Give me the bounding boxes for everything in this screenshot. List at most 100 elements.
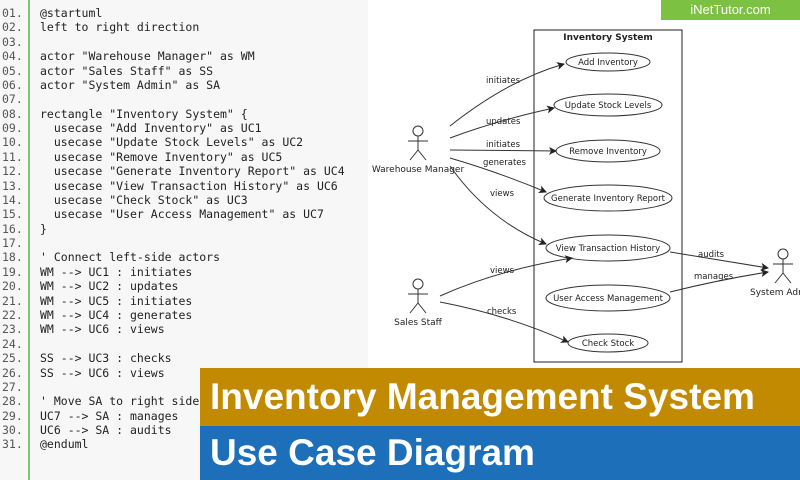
code-text: usecase "Remove Inventory" as UC5 [40, 149, 283, 164]
actor-system-admin [773, 248, 793, 284]
edge-ss-uc6 [439, 255, 573, 297]
edge-label-wm-uc6: views [490, 189, 515, 199]
code-text: rectangle "Inventory System" { [40, 106, 248, 121]
code-text: } [40, 221, 47, 236]
svg-text:User Access Management: User Access Management [553, 294, 664, 304]
line-number: 08. [2, 106, 23, 121]
code-text: usecase "Update Stock Levels" as UC2 [40, 135, 304, 150]
edge-label-uc7-sa: manages [694, 272, 734, 282]
usecase-remove-inventory: Remove Inventory [555, 139, 661, 163]
system-title: Inventory System [563, 33, 653, 43]
code-text: @enduml [40, 437, 89, 452]
line-number: 02. [2, 20, 23, 35]
line-number: 31. [2, 437, 23, 452]
line-number: 26. [2, 365, 23, 380]
use-case-diagram: Inventory System Warehouse Manager Sales… [368, 0, 800, 380]
svg-text:View Transaction History: View Transaction History [556, 244, 660, 254]
line-number: 13. [2, 178, 23, 193]
line-number: 23. [2, 322, 23, 337]
svg-text:Generate Inventory Report: Generate Inventory Report [551, 194, 666, 204]
line-number: 29. [2, 408, 23, 423]
actor-warehouse-manager [408, 125, 428, 161]
code-text: @startuml [40, 6, 103, 20]
svg-text:Update Stock Levels: Update Stock Levels [565, 101, 652, 111]
subtitle-banner: Use Case Diagram [200, 426, 800, 480]
gutter-divider [28, 0, 30, 480]
edge-label-wm-uc2: updates [486, 117, 521, 127]
usecase-check-stock: Check Stock [567, 333, 649, 353]
line-number: 25. [2, 351, 23, 366]
edge-wm-uc4 [449, 157, 547, 194]
line-number: 21. [2, 293, 23, 308]
code-text: usecase "User Access Management" as UC7 [40, 207, 324, 222]
title-banner: Inventory Management System [200, 368, 800, 426]
edge-label-ss-uc3: checks [487, 307, 517, 317]
usecase-generate-inventory-report: Generate Inventory Report [543, 184, 673, 212]
line-number: 09. [2, 121, 23, 136]
usecase-add-inventory: Add Inventory [565, 52, 651, 72]
line-number: 01. [2, 6, 23, 20]
line-number: 04. [2, 49, 23, 64]
edge-wm-uc6 [449, 165, 547, 246]
line-number: 05. [2, 63, 23, 78]
line-number: 15. [2, 207, 23, 222]
code-text: actor "System Admin" as SA [40, 77, 221, 92]
line-number: 16. [2, 221, 23, 236]
edge-uc7-sa [669, 269, 769, 293]
line-number: 07. [2, 92, 23, 107]
code-text: WM --> UC6 : views [40, 322, 165, 337]
code-text: UC7 --> SA : manages [40, 408, 179, 423]
edge-label-wm-uc5: initiates [486, 140, 521, 150]
actor-label-sales-staff: Sales Staff [394, 318, 443, 328]
code-text: ' Move SA to right side [40, 394, 200, 409]
line-number: 20. [2, 279, 23, 294]
usecase-update-stock-levels: Update Stock Levels [553, 93, 663, 117]
code-text: left to right direction [40, 20, 200, 35]
svg-text:Add Inventory: Add Inventory [578, 58, 638, 68]
code-text: usecase "View Transaction History" as UC… [40, 178, 338, 193]
line-number: 17. [2, 236, 23, 251]
code-text: WM --> UC4 : generates [40, 307, 193, 322]
code-text: ' Connect left-side actors [40, 250, 221, 265]
actor-label-warehouse-manager: Warehouse Manager [372, 165, 465, 175]
line-number: 28. [2, 394, 23, 409]
code-text: usecase "Check Stock" as UC3 [40, 192, 248, 207]
line-number: 11. [2, 149, 23, 164]
edge-wm-uc2 [449, 105, 555, 139]
code-text: WM --> UC2 : updates [40, 279, 179, 294]
code-text: actor "Warehouse Manager" as WM [40, 49, 255, 64]
edge-label-uc6-sa: audits [698, 250, 725, 260]
code-text: UC6 --> SA : audits [40, 423, 172, 438]
code-text: WM --> UC1 : initiates [40, 264, 193, 279]
code-panel: 01. @startuml 02. left to right direction 03… [0, 0, 368, 480]
usecase-user-access-management: User Access Management [545, 284, 671, 312]
code-text: usecase "Generate Inventory Report" as U… [40, 164, 345, 179]
code-text: SS --> UC6 : views [40, 365, 165, 380]
edge-label-wm-uc4: generates [483, 158, 527, 168]
brand-logo[interactable]: iNetTutor.com [661, 0, 800, 20]
svg-text:Check Stock: Check Stock [582, 339, 634, 349]
code-text: WM --> UC5 : initiates [40, 293, 193, 308]
edge-wm-uc1 [449, 62, 565, 127]
line-number: 14. [2, 192, 23, 207]
line-number: 19. [2, 264, 23, 279]
line-number: 03. [2, 34, 23, 49]
code-text: actor "Sales Staff" as SS [40, 63, 214, 78]
usecase-view-transaction-history: View Transaction History [545, 234, 671, 262]
edge-ss-uc3 [439, 301, 569, 343]
line-number: 12. [2, 164, 23, 179]
code-text: SS --> UC3 : checks [40, 351, 172, 366]
line-number: 27. [2, 379, 23, 394]
line-number: 30. [2, 423, 23, 438]
edge-label-ss-uc6: views [490, 266, 515, 276]
edge-uc6-sa [669, 251, 769, 271]
line-number: 18. [2, 250, 23, 265]
actor-label-system-admin: System Admin [750, 288, 800, 298]
code-text: usecase "Add Inventory" as UC1 [40, 121, 262, 136]
line-number: 24. [2, 336, 23, 351]
edge-label-wm-uc1: initiates [486, 76, 521, 86]
actor-sales-staff [408, 278, 428, 314]
line-number: 06. [2, 77, 23, 92]
line-number: 22. [2, 307, 23, 322]
svg-text:Remove Inventory: Remove Inventory [569, 147, 647, 157]
